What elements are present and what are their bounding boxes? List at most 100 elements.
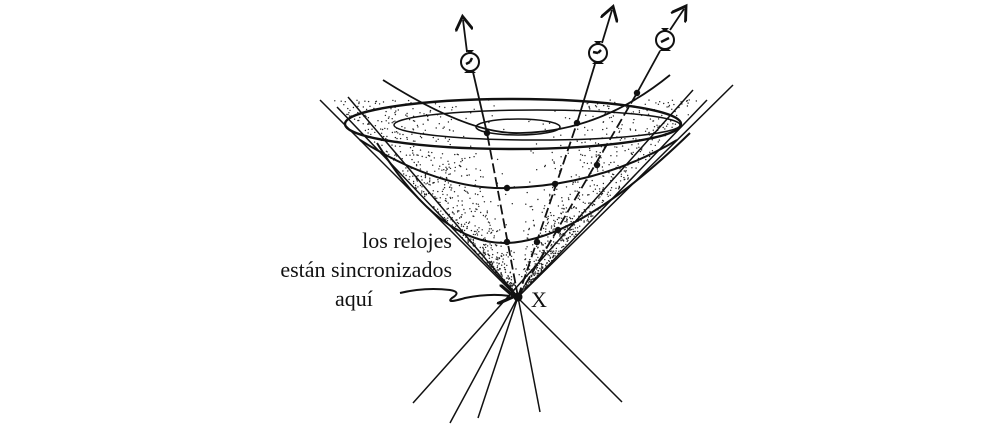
stipple-dot — [439, 165, 441, 167]
stipple-dot — [615, 181, 617, 184]
stipple-dot — [615, 187, 617, 189]
stipple-dot — [620, 173, 623, 175]
stipple-dot — [468, 174, 470, 176]
stipple-dot — [552, 255, 555, 258]
stipple-dot — [539, 250, 541, 252]
stipple-dot — [502, 258, 504, 260]
stipple-dot — [486, 218, 488, 220]
stipple-dot — [423, 182, 425, 184]
worldline-1-upper — [472, 71, 488, 134]
stipple-dot — [620, 175, 622, 178]
stipple-dot — [506, 264, 508, 267]
stipple-dot — [577, 128, 579, 130]
stipple-dot — [412, 120, 415, 122]
stipple-dot — [490, 260, 493, 263]
stipple-dot — [544, 205, 546, 207]
stipple-dot — [375, 101, 377, 103]
stipple-dot — [570, 176, 573, 178]
stipple-dot — [627, 148, 630, 150]
stipple-dot — [540, 262, 542, 265]
stipple-dot — [505, 193, 507, 196]
stipple-dot — [557, 222, 560, 224]
stipple-dot — [401, 125, 403, 128]
stipple-dot — [412, 108, 414, 110]
stipple-dot — [528, 228, 530, 231]
stipple-dot — [564, 117, 567, 119]
stipple-dot — [450, 184, 452, 186]
stipple-dot — [501, 252, 503, 255]
stipple-dot — [488, 228, 491, 230]
stipple-dot — [384, 114, 387, 117]
stipple-dot — [511, 203, 513, 205]
stipple-dot — [473, 230, 476, 233]
stipple-dot — [408, 118, 411, 121]
stipple-dot — [370, 133, 372, 136]
stipple-dot — [482, 214, 485, 217]
tick-dot — [483, 129, 491, 137]
stipple-dot — [532, 219, 535, 222]
stipple-dot — [429, 179, 431, 181]
stipple-dot — [455, 106, 457, 108]
stipple-dot — [581, 142, 583, 144]
stipple-dot — [402, 170, 404, 172]
stipple-dot — [417, 161, 419, 163]
stipple-dot — [624, 150, 626, 152]
stipple-dot — [435, 127, 437, 129]
stipple-dot — [588, 168, 590, 170]
stipple-dot — [510, 282, 512, 284]
stipple-dot — [550, 214, 552, 217]
stipple-dot — [348, 112, 350, 114]
stipple-dot — [406, 115, 408, 117]
tick-dot — [551, 180, 559, 188]
stipple-dot — [448, 166, 450, 168]
stipple-dot — [466, 227, 468, 229]
stipple-dot — [396, 137, 398, 140]
stipple-dot — [573, 215, 575, 217]
worldline-2 — [517, 122, 578, 298]
stipple-dot — [636, 147, 638, 149]
stipple-dot — [524, 270, 527, 272]
stipple-dot — [610, 187, 613, 189]
stipple-dot — [412, 129, 415, 131]
stipple-dot — [589, 185, 591, 187]
stipple-dot — [424, 176, 427, 179]
stipple-dot — [420, 192, 423, 194]
stipple-dot — [497, 259, 499, 261]
stipple-dot — [579, 159, 582, 161]
stipple-dot — [412, 180, 415, 183]
stipple-dot — [467, 192, 469, 194]
stipple-dot — [508, 278, 510, 280]
stipple-dot — [499, 268, 501, 270]
cone-line — [517, 84, 734, 298]
stipple-dot — [571, 207, 573, 210]
stipple-dot — [421, 179, 423, 181]
stipple-dot — [579, 225, 581, 227]
stipple-dot — [535, 143, 538, 145]
stipple-dot — [573, 235, 575, 237]
stipple-dot — [554, 194, 556, 196]
stipple-dot — [492, 253, 494, 256]
stipple-dot — [447, 121, 450, 123]
stipple-dot — [566, 218, 568, 220]
stipple-dot — [414, 184, 417, 187]
stipple-dot — [457, 222, 460, 225]
stipple-dot — [475, 230, 477, 233]
stipple-dot — [427, 154, 430, 157]
stipple-dot — [598, 160, 600, 162]
stipple-dot — [475, 208, 477, 210]
clock-icon — [588, 41, 608, 64]
stipple-dot — [452, 130, 454, 132]
stipple-dot — [385, 137, 387, 140]
stipple-dot — [554, 255, 556, 257]
stipple-dot — [483, 249, 485, 251]
stipple-dot — [552, 252, 554, 255]
stipple-dot — [364, 129, 367, 132]
stipple-dot — [542, 227, 545, 230]
stipple-dot — [476, 229, 479, 231]
stipple-dot — [397, 132, 399, 134]
stipple-dot — [442, 163, 444, 166]
stipple-dot — [631, 144, 633, 146]
stipple-dot — [631, 153, 634, 156]
stipple-dot — [530, 275, 533, 278]
